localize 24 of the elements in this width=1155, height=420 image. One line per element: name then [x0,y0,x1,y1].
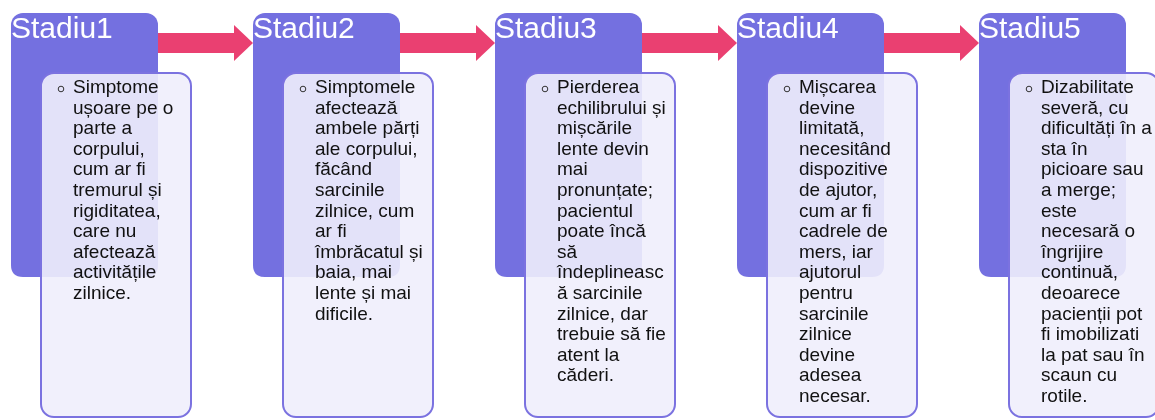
stage-box [253,13,400,72]
stage-box [979,13,1126,72]
arrow [642,25,737,61]
arrow [400,25,495,61]
stage-title: Stadiu5 [979,10,1081,46]
stage-title: Stadiu1 [11,10,113,46]
description-card [40,72,192,418]
arrow [884,25,979,61]
description-text: Simptome ușoare pe o parte a corpului, cum ar fi tremurul și rigiditatea, care nu afectează activitățile zilnice. [73,77,175,304]
description-card [766,72,918,418]
stage-title: Stadiu3 [495,10,597,46]
stage-box [737,13,884,72]
stage-box [495,13,642,72]
stage-title: Stadiu2 [253,10,355,46]
description-text: Dizabilitate severă, cu dificultăți în a sta în picioare sau a merge; este necesară o îngrijire continuă, deoarece pacienții pot fi imobilizati la pat sau în scaun cu rotile. [1041,77,1152,407]
stage-box [11,13,158,72]
description-text: Simptomele afectează ambele părți ale corpului, făcând sarcinile zilnice, cum ar fi îmbrăcatul și baia, mai lente și mai dificile. [315,77,424,325]
arrow [158,25,253,61]
stage-title: Stadiu4 [737,10,839,46]
description-text: Pierderea echilibrului și mișcările lente devin mai pronunțate; pacientul poate încă să îndeplinească sarcinile zilnice, dar trebuie să fie atent la căderi. [557,77,667,386]
description-text: Mișcarea devine limitată, necesitând dispozitive de ajutor, cum ar fi cadrele de mers, iar ajutorul pentru sarcinile zilnice devine adesea necesar. [799,77,892,407]
description-card [1008,72,1155,418]
description-card [282,72,434,418]
description-card [524,72,676,418]
